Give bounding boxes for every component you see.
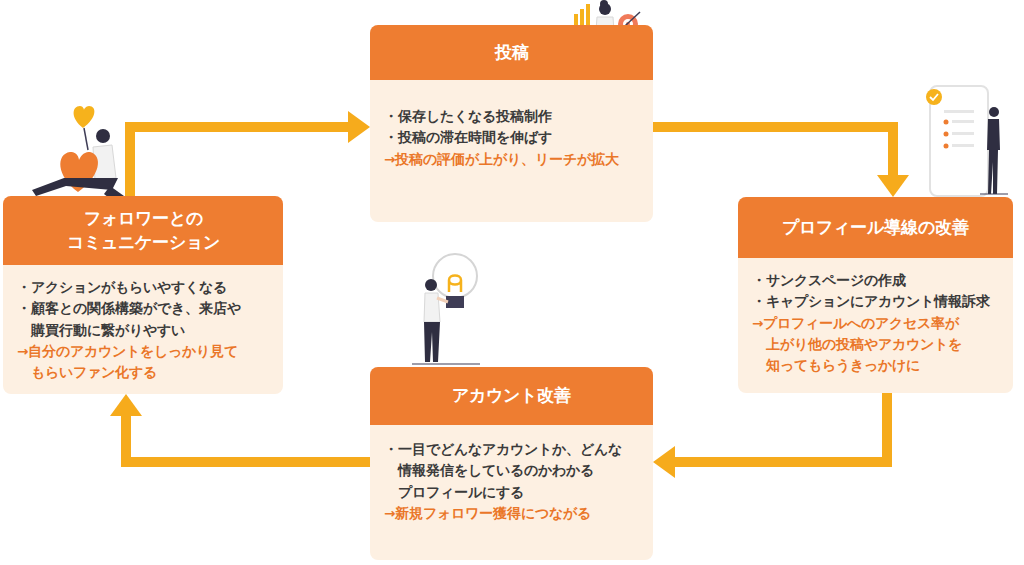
box-header: アカウント改善 — [370, 367, 653, 425]
box-header: フォロワーとの コミュニケーション — [3, 196, 283, 265]
box-title: フォロワーとの コミュニケーション — [11, 207, 275, 255]
arrow-shaft — [653, 127, 893, 175]
flow-arrow — [653, 127, 909, 197]
phone-woman-figure — [926, 86, 1008, 196]
arrow-shaft — [675, 393, 887, 462]
box-header: 投稿 — [370, 25, 653, 80]
process-box: プロフィール導線の改善・サンクスページの作成・キャプションにアカウント情報訴求→… — [738, 197, 1013, 393]
process-box: フォロワーとの コミュニケーション・アクションがもらいやすくなる・顧客との関係構… — [3, 196, 283, 394]
box-title: 投稿 — [495, 41, 529, 65]
bulb-woman-figure — [412, 254, 480, 364]
bullet-item: ・アクションがもらいやすくなる — [17, 277, 277, 298]
flow-arrow — [653, 393, 887, 478]
bullet-item: ・投稿の滞在時間を伸ばす — [384, 127, 647, 148]
box-header: プロフィール導線の改善 — [738, 197, 1013, 258]
bullet-item: ・キャプションにアカウント情報訴求 — [752, 291, 1007, 312]
bullet-item: ・一目でどんなアカウントか、どんな 情報発信をしているのかわかる プロフィールに… — [384, 439, 647, 503]
arrow-head — [653, 446, 675, 478]
heart-woman-figure — [32, 106, 124, 205]
box-body: ・一目でどんなアカウントか、どんな 情報発信をしているのかわかる プロフィールに… — [370, 425, 653, 560]
arrow-shaft — [126, 416, 370, 462]
arrow-shaft — [130, 127, 348, 196]
arrow-head — [348, 111, 370, 143]
process-box: アカウント改善・一目でどんなアカウントか、どんな 情報発信をしているのかわかる … — [370, 367, 653, 560]
flow-arrow — [110, 394, 370, 462]
box-title: アカウント改善 — [452, 384, 571, 408]
result-note: →自分のアカウントをしっかり見て もらいファン化する — [17, 341, 277, 384]
result-note: →新規フォロワー獲得につながる — [384, 503, 647, 524]
box-body: ・サンクスページの作成・キャプションにアカウント情報訴求→プロフィールへのアクセ… — [738, 258, 1013, 393]
result-note: →プロフィールへのアクセス率が 上がり他の投稿やアカウントを 知ってもらうきっか… — [752, 313, 1007, 377]
box-title: プロフィール導線の改善 — [782, 216, 969, 240]
bullet-item: ・顧客との関係構築ができ、来店や 購買行動に繋がりやすい — [17, 298, 277, 341]
bullet-item: ・サンクスページの作成 — [752, 270, 1007, 291]
arrow-head — [110, 394, 142, 416]
flow-arrow — [130, 111, 370, 196]
box-body: ・アクションがもらいやすくなる・顧客との関係構築ができ、来店や 購買行動に繋がり… — [3, 265, 283, 394]
process-box: 投稿・保存したくなる投稿制作・投稿の滞在時間を伸ばす→投稿の評価が上がり、リーチ… — [370, 25, 653, 222]
box-body: ・保存したくなる投稿制作・投稿の滞在時間を伸ばす→投稿の評価が上がり、リーチが拡… — [370, 80, 653, 222]
arrow-head — [877, 175, 909, 197]
bullet-item: ・保存したくなる投稿制作 — [384, 106, 647, 127]
result-note: →投稿の評価が上がり、リーチが拡大 — [384, 149, 647, 170]
